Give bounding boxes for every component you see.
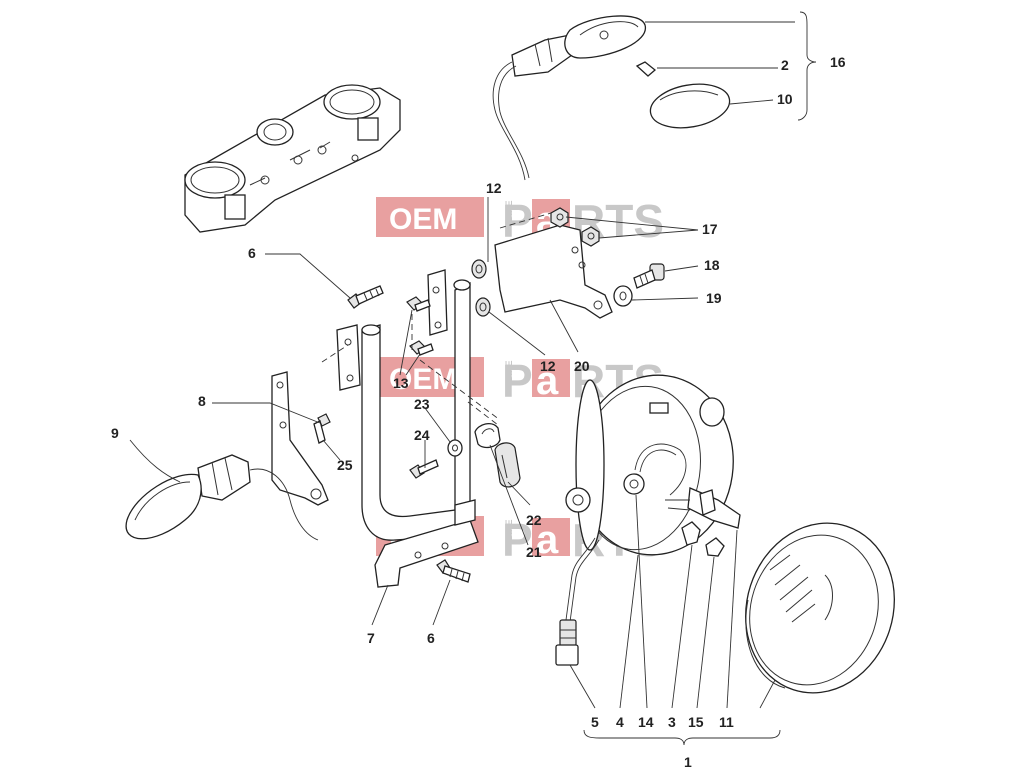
- bulb-15: [705, 537, 725, 557]
- screw-6-bottom: [436, 559, 471, 583]
- support-frame: [336, 269, 471, 541]
- headlight-bracket-plate: [494, 224, 613, 319]
- svg-text:a: a: [536, 518, 559, 562]
- callout-11: 11: [719, 714, 734, 730]
- callout-3: 3: [668, 714, 676, 730]
- indicator-lens: [649, 83, 731, 129]
- callout-13: 13: [393, 375, 409, 391]
- washer-19: [613, 285, 633, 307]
- callout-17: 17: [702, 221, 718, 237]
- callout-6-bottom: 6: [427, 630, 435, 646]
- callout-labels: 1 2 3 4 5 6 6 7 8 9 10 11 12 12 13 14 15…: [111, 54, 846, 770]
- svg-text:BIKE: BIKE: [504, 519, 514, 541]
- nuts-17: [550, 207, 600, 247]
- rubber-bushes: [471, 259, 491, 317]
- screw-24: [409, 459, 439, 479]
- callout-10: 10: [777, 91, 793, 107]
- dashed-assembly-lines: [321, 212, 552, 426]
- svg-text:BIKE: BIKE: [504, 200, 514, 222]
- main-bulb-11: [665, 487, 741, 529]
- callout-8: 8: [198, 393, 206, 409]
- pilot-bulb-3: [681, 521, 701, 546]
- callout-9: 9: [111, 425, 119, 441]
- screw-18: [633, 263, 665, 289]
- screws-13: [406, 296, 434, 356]
- callout-12-top: 12: [486, 180, 502, 196]
- callout-4: 4: [616, 714, 624, 730]
- callout-18: 18: [704, 257, 720, 273]
- callout-22: 22: [526, 512, 542, 528]
- callout-15: 15: [688, 714, 704, 730]
- callout-19: 19: [706, 290, 722, 306]
- svg-text:OEM: OEM: [389, 203, 457, 236]
- callout-21: 21: [526, 544, 542, 560]
- headlight-lens: [745, 522, 895, 694]
- callout-25: 25: [337, 457, 353, 473]
- grommet-22: [494, 442, 521, 488]
- screw-6-top: [347, 285, 384, 309]
- svg-text:BIKE: BIKE: [504, 360, 514, 382]
- callout-6-top: 6: [248, 245, 256, 261]
- svg-text:P: P: [502, 514, 533, 566]
- bulb-holder-14: [623, 443, 687, 496]
- callout-16: 16: [830, 54, 846, 70]
- screw-25: [313, 413, 331, 444]
- callout-7: 7: [367, 630, 375, 646]
- frame-foot-bracket-7: [374, 499, 479, 588]
- callout-2: 2: [781, 57, 789, 73]
- upper-triple-clamp: [184, 84, 401, 233]
- clip-21: [474, 422, 501, 449]
- left-turn-indicator: [125, 454, 319, 541]
- indicator-bulb: [635, 61, 657, 77]
- callout-5: 5: [591, 714, 599, 730]
- callout-14: 14: [638, 714, 654, 730]
- headlight-connector-5: [555, 619, 579, 666]
- indicator-bracket-8: [271, 371, 329, 506]
- callout-1: 1: [684, 754, 692, 770]
- right-turn-indicator: [492, 15, 646, 181]
- svg-text:a: a: [536, 359, 559, 403]
- leader-lines: [129, 11, 817, 746]
- callout-23: 23: [414, 396, 430, 412]
- callout-24: 24: [414, 427, 430, 443]
- washer-23: [447, 439, 463, 457]
- headlight-shell: [565, 374, 734, 623]
- callout-12-bottom: 12: [540, 358, 556, 374]
- callout-20: 20: [574, 358, 590, 374]
- svg-text:P: P: [502, 355, 533, 407]
